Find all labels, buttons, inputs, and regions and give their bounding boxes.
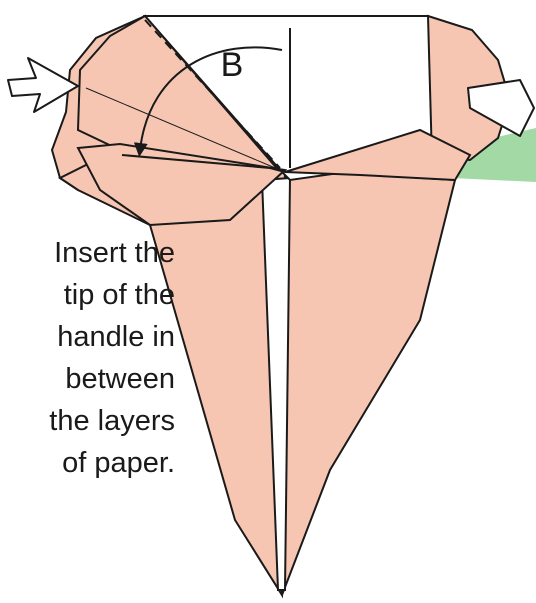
cone-right-half xyxy=(281,168,457,596)
right-horizontal-flap xyxy=(284,128,472,182)
step-label: B xyxy=(221,46,244,84)
instruction-line-6: of paper. xyxy=(62,447,175,479)
instruction-line-4: between xyxy=(65,363,175,395)
instruction-line-2: tip of the xyxy=(63,279,175,311)
flap-crease xyxy=(85,87,281,171)
cone-centre-strip xyxy=(260,176,292,591)
left-push-arrow-icon xyxy=(7,57,79,113)
green-handle xyxy=(450,128,536,182)
fold-arrow-icon xyxy=(133,46,283,157)
instruction-text: Insert the tip of the handle in between … xyxy=(0,232,175,484)
instruction-line-1: Insert the xyxy=(54,237,175,269)
fold-dashed-line xyxy=(144,19,281,169)
instruction-line-5: the layers xyxy=(49,405,175,437)
right-push-arrow-icon xyxy=(467,79,535,137)
instruction-line-3: handle in xyxy=(57,321,175,353)
left-flap-edge xyxy=(121,154,286,173)
